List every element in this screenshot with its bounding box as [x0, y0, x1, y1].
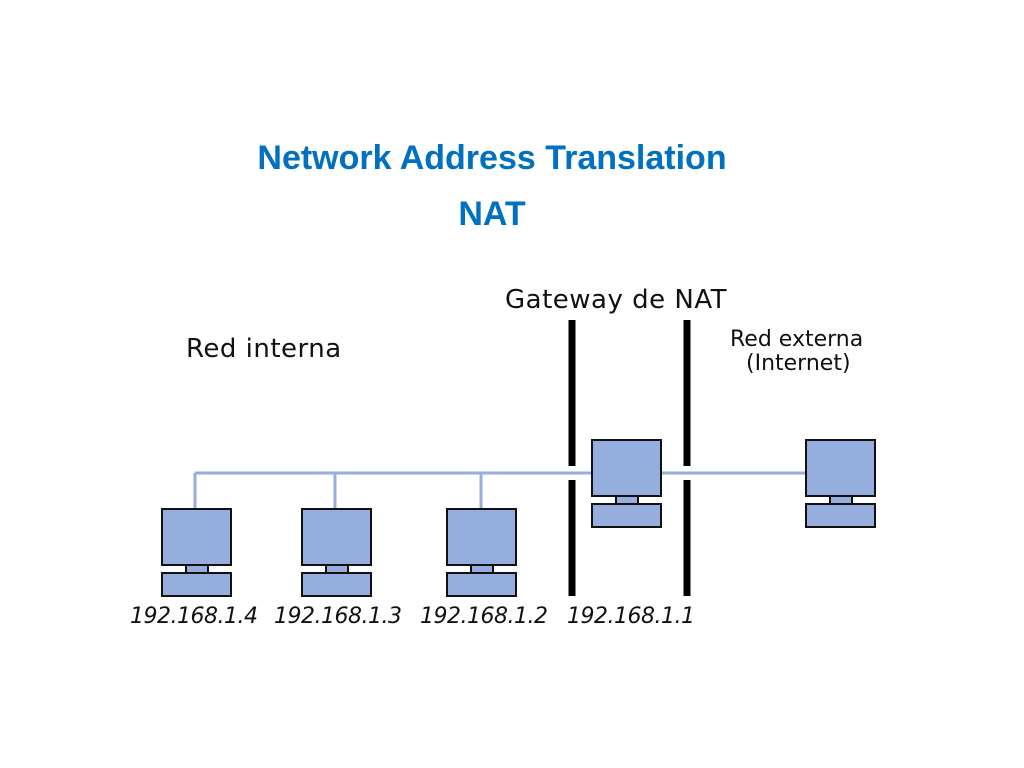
- monitor: [805, 439, 876, 497]
- monitor-stand: [470, 564, 494, 574]
- computer-base: [591, 503, 662, 528]
- monitor-stand: [829, 495, 853, 505]
- slide-title: Network Address Translation NAT: [0, 130, 984, 242]
- title-line-1: Network Address Translation: [257, 139, 727, 177]
- monitor: [446, 508, 517, 566]
- host-computer-1: [161, 508, 232, 597]
- host-ip-label-2: 192.168.1.3: [274, 604, 401, 629]
- monitor-stand: [325, 564, 349, 574]
- monitor: [161, 508, 232, 566]
- internet-computer: [805, 439, 876, 528]
- computer-base: [805, 503, 876, 528]
- gateway-computer: [591, 439, 662, 528]
- computer-base: [301, 572, 372, 597]
- external-network-label-line2: (Internet): [746, 351, 851, 376]
- monitor: [591, 439, 662, 497]
- monitor: [301, 508, 372, 566]
- monitor-stand: [185, 564, 209, 574]
- computer-base: [446, 572, 517, 597]
- external-network-label-line1: Red externa: [730, 327, 863, 352]
- gateway-label: Gateway de NAT: [505, 285, 727, 315]
- host-ip-label-3: 192.168.1.2: [420, 604, 547, 629]
- monitor-stand: [615, 495, 639, 505]
- host-computer-2: [301, 508, 372, 597]
- internal-network-label: Red interna: [186, 334, 342, 364]
- internal-bus: [193, 471, 592, 509]
- title-line-2: NAT: [458, 195, 526, 233]
- computer-base: [161, 572, 232, 597]
- host-computer-3: [446, 508, 517, 597]
- gateway-ip-label: 192.168.1.1: [567, 604, 694, 629]
- host-ip-label-1: 192.168.1.4: [130, 604, 257, 629]
